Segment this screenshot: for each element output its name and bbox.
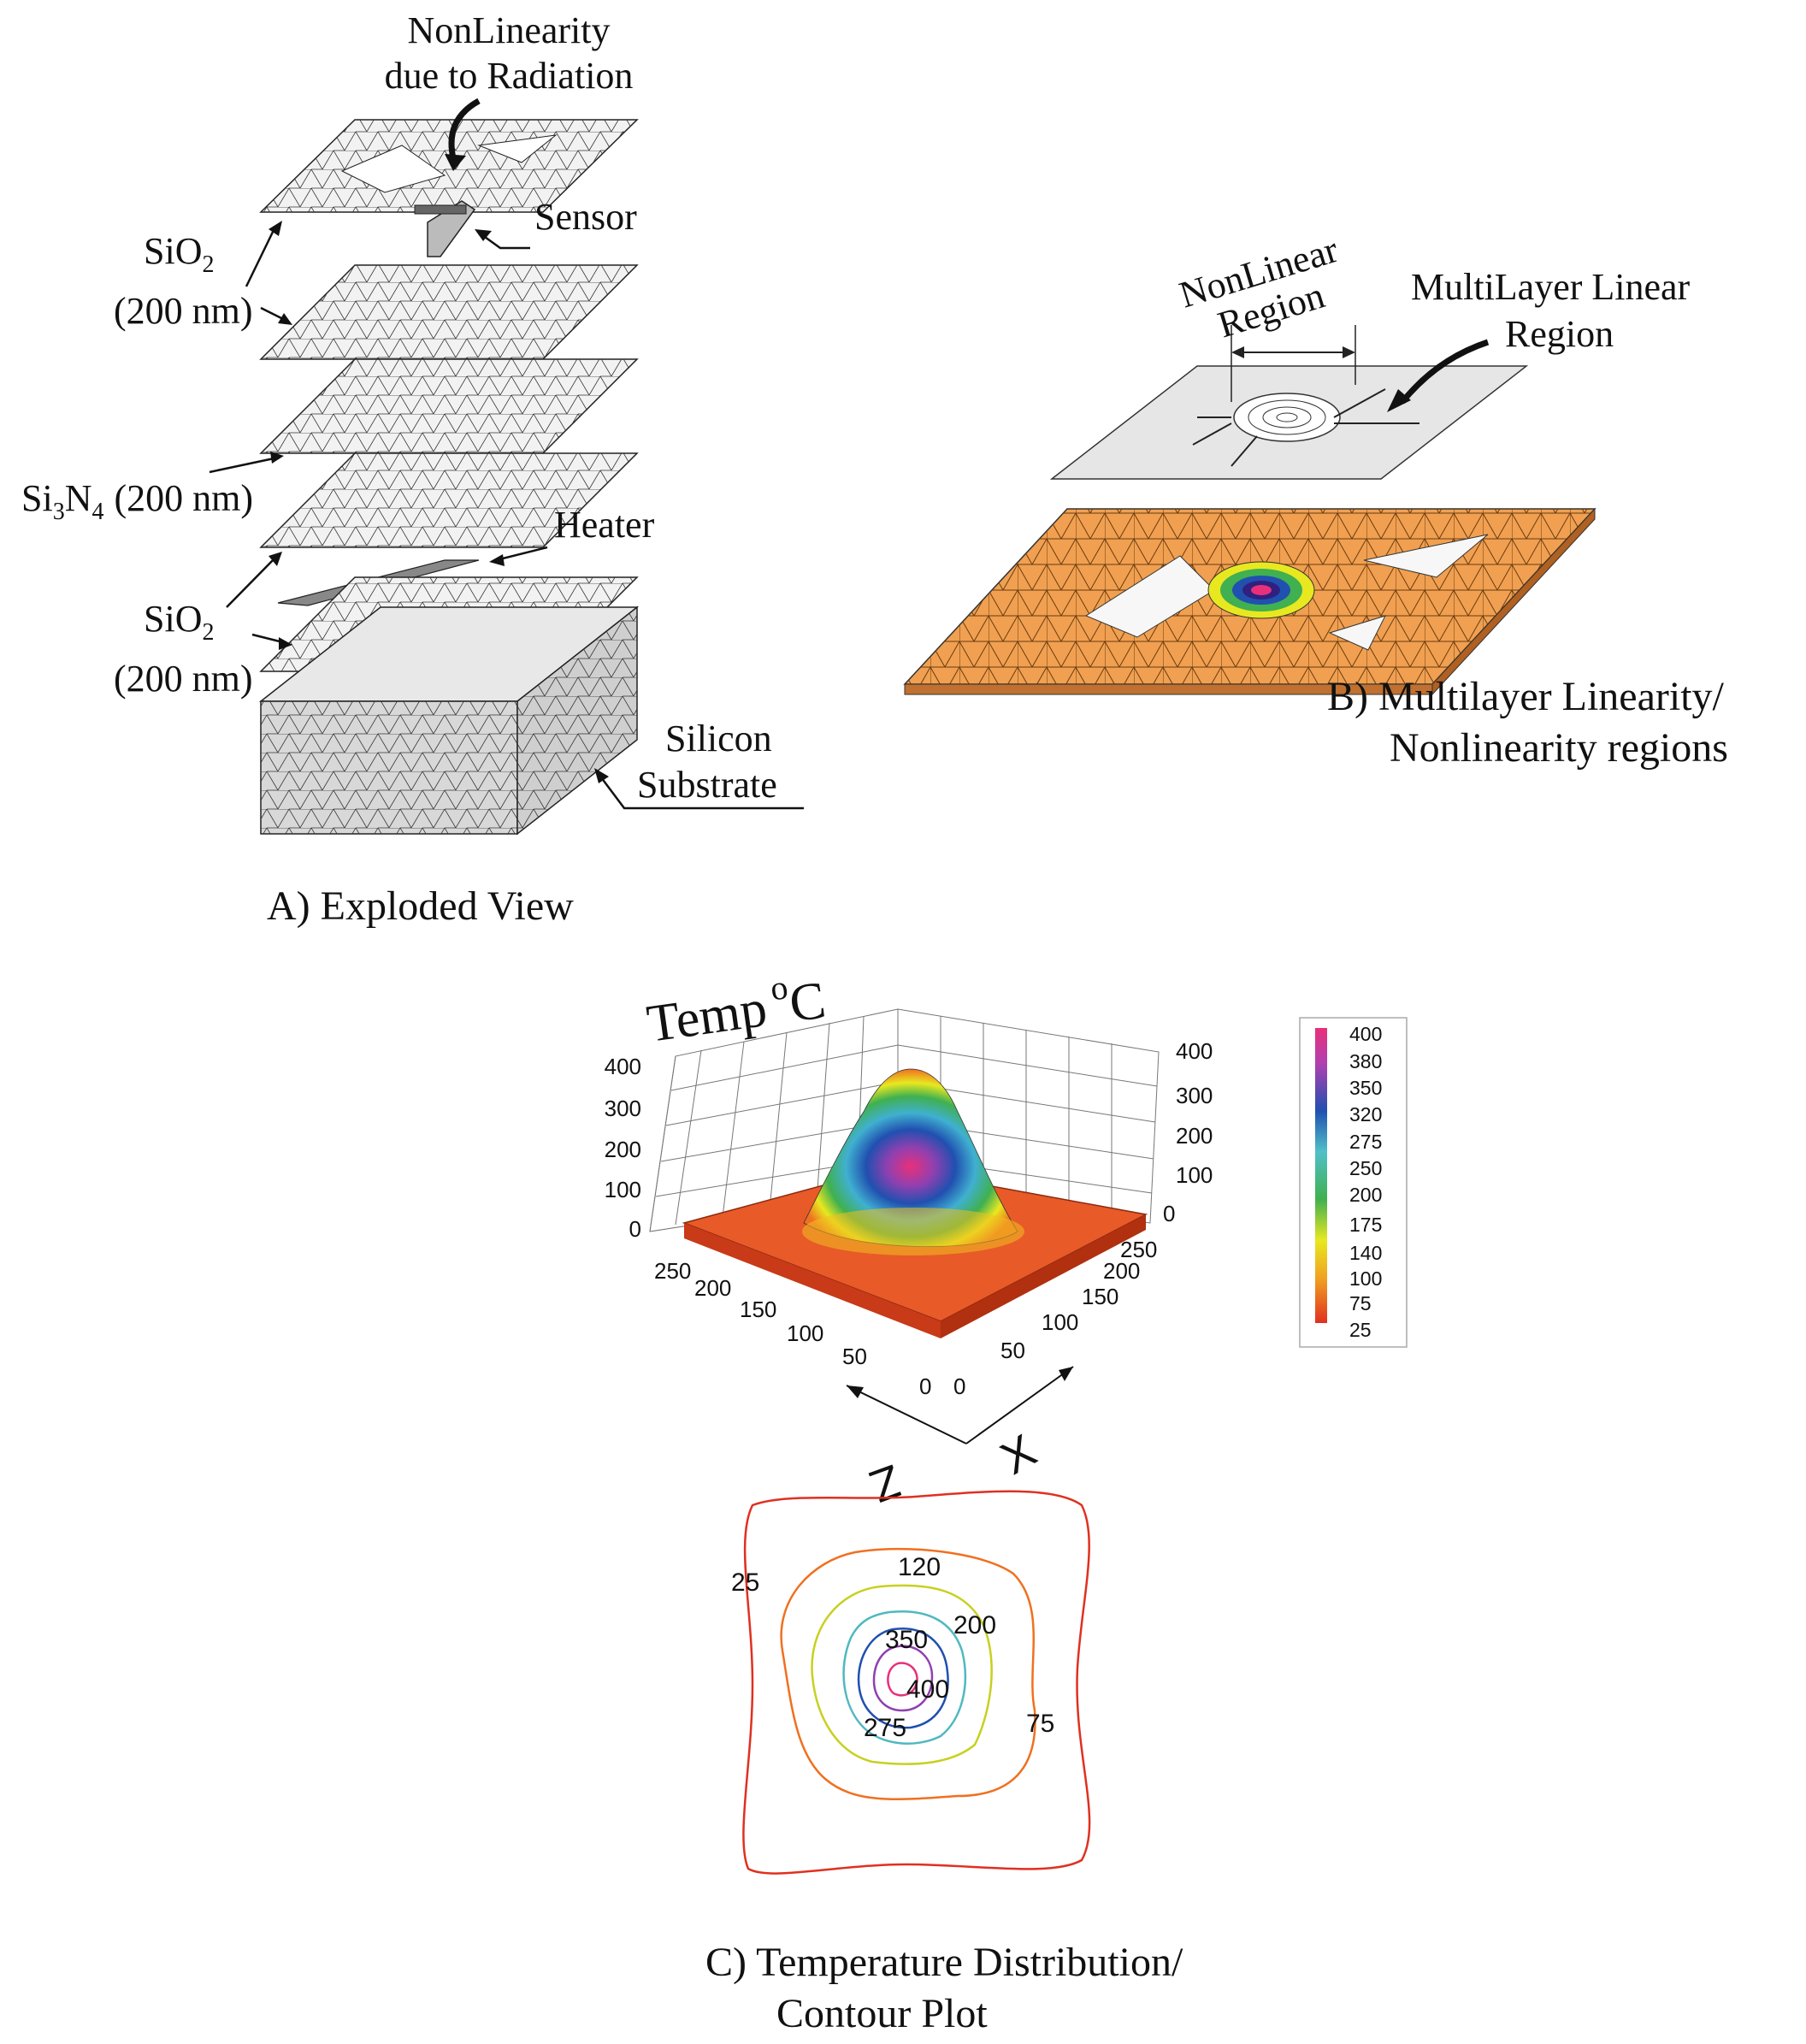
nonlinearity-arrow xyxy=(448,97,481,159)
contour-labels: 120 25 200 350 400 275 75 xyxy=(731,1553,1054,1742)
layer-sio2-top xyxy=(259,119,639,213)
contour-275 xyxy=(857,1628,949,1729)
svg-text:175: 175 xyxy=(1349,1214,1382,1236)
heater-label: Heater xyxy=(554,504,655,546)
caption-c-1: C) Temperature Distribution/ xyxy=(705,1940,1183,1985)
layer-sio2-2 xyxy=(259,264,639,360)
si3n4-label: Si3N4(200 nm) xyxy=(21,477,253,525)
svg-text:250: 250 xyxy=(1349,1157,1382,1179)
nonlinearity-label-2: due to Radiation xyxy=(385,55,634,97)
svg-text:275: 275 xyxy=(1349,1131,1382,1153)
svg-text:200: 200 xyxy=(605,1137,641,1162)
multilayer-label-2: Region xyxy=(1505,313,1614,355)
panel-a-exploded-view: NonLinearity due to Radiation Sensor SiO… xyxy=(21,9,804,929)
svg-text:300: 300 xyxy=(605,1096,641,1121)
sio2-top-label: SiO2 xyxy=(144,230,214,278)
caption-a: A) Exploded View xyxy=(267,883,574,929)
z-axis-label: Z xyxy=(864,1455,908,1513)
caption-b-2: Nonlinearity regions xyxy=(1390,725,1728,771)
sensor-element xyxy=(427,200,476,257)
svg-text:400: 400 xyxy=(1176,1038,1213,1064)
z-axis-ticks: 250 200 150 100 50 0 xyxy=(654,1258,931,1399)
caption-c-2: Contour Plot xyxy=(776,1991,988,2036)
caption-b-1: B) Multilayer Linearity/ xyxy=(1327,674,1725,719)
svg-text:25: 25 xyxy=(731,1568,759,1597)
z-ticks-left: 400 300 200 100 0 xyxy=(605,1054,641,1242)
svg-text:200: 200 xyxy=(953,1611,996,1639)
membrane-orange xyxy=(903,507,1596,696)
silicon-label-2: Substrate xyxy=(637,764,777,806)
silicon-label-1: Silicon xyxy=(665,718,772,759)
svg-text:320: 320 xyxy=(1349,1103,1382,1125)
multilayer-arrow xyxy=(1400,339,1490,405)
svg-text:250: 250 xyxy=(1120,1237,1157,1262)
thickness-top-label: (200 nm) xyxy=(114,290,253,332)
svg-text:400: 400 xyxy=(1349,1023,1382,1045)
layer-si3n4 xyxy=(259,358,639,454)
contour-400 xyxy=(887,1662,918,1697)
svg-text:50: 50 xyxy=(842,1344,867,1369)
svg-text:250: 250 xyxy=(654,1258,691,1284)
contour-200 xyxy=(842,1610,967,1745)
svg-text:350: 350 xyxy=(1349,1077,1382,1099)
svg-text:350: 350 xyxy=(885,1626,928,1654)
svg-text:100: 100 xyxy=(1176,1162,1213,1188)
x-axis-label: X xyxy=(993,1425,1045,1485)
z-title: TempoC xyxy=(642,962,829,1053)
svg-text:400: 400 xyxy=(605,1054,641,1079)
svg-text:25: 25 xyxy=(1349,1319,1372,1341)
panel-b-regions: NonLinear Region MultiLayer Linear Regio… xyxy=(903,228,1728,771)
contour-plot xyxy=(742,1490,1091,1875)
nonlinearity-label-1: NonLinearity xyxy=(407,9,610,51)
svg-text:275: 275 xyxy=(864,1714,906,1742)
svg-text:140: 140 xyxy=(1349,1242,1382,1264)
sensor-strip xyxy=(414,204,467,215)
z-ticks-right: 400 300 200 100 0 xyxy=(1163,1038,1213,1226)
svg-text:380: 380 xyxy=(1349,1050,1382,1072)
silicon-substrate xyxy=(258,606,640,836)
contour-25 xyxy=(742,1490,1091,1875)
thickness-bottom-label: (200 nm) xyxy=(114,658,253,700)
svg-text:300: 300 xyxy=(1176,1083,1213,1108)
svg-text:75: 75 xyxy=(1349,1292,1372,1314)
svg-text:0: 0 xyxy=(953,1373,965,1399)
panel-c-temperature: TempoC 400 300 200 100 0 400 300 200 100… xyxy=(605,962,1408,2036)
svg-text:0: 0 xyxy=(1163,1201,1175,1226)
svg-text:200: 200 xyxy=(1349,1184,1382,1206)
svg-text:100: 100 xyxy=(787,1320,823,1346)
svg-text:75: 75 xyxy=(1026,1710,1054,1738)
svg-text:100: 100 xyxy=(605,1177,641,1202)
contour-75 xyxy=(780,1547,1036,1801)
sensor-label: Sensor xyxy=(534,196,637,238)
svg-text:150: 150 xyxy=(1082,1284,1118,1309)
svg-text:100: 100 xyxy=(1349,1267,1382,1290)
svg-text:200: 200 xyxy=(1176,1123,1213,1149)
color-legend: 400 380 350 320 275 250 200 175 140 100 … xyxy=(1299,1017,1408,1348)
svg-text:50: 50 xyxy=(1000,1338,1025,1363)
contour-120 xyxy=(811,1584,993,1765)
svg-text:120: 120 xyxy=(898,1553,941,1581)
x-axis-ticks: 0 50 100 150 200 250 xyxy=(953,1237,1157,1399)
svg-text:150: 150 xyxy=(740,1297,776,1322)
layer-4 xyxy=(259,452,639,548)
svg-text:100: 100 xyxy=(1042,1309,1078,1335)
contour-350 xyxy=(872,1645,934,1712)
svg-text:200: 200 xyxy=(694,1275,731,1301)
svg-text:0: 0 xyxy=(919,1373,931,1399)
sio2-bottom-label: SiO2 xyxy=(144,598,214,646)
multilayer-label-1: MultiLayer Linear xyxy=(1411,266,1691,308)
svg-text:400: 400 xyxy=(906,1675,949,1704)
svg-text:200: 200 xyxy=(1103,1258,1140,1284)
svg-text:0: 0 xyxy=(629,1216,641,1242)
